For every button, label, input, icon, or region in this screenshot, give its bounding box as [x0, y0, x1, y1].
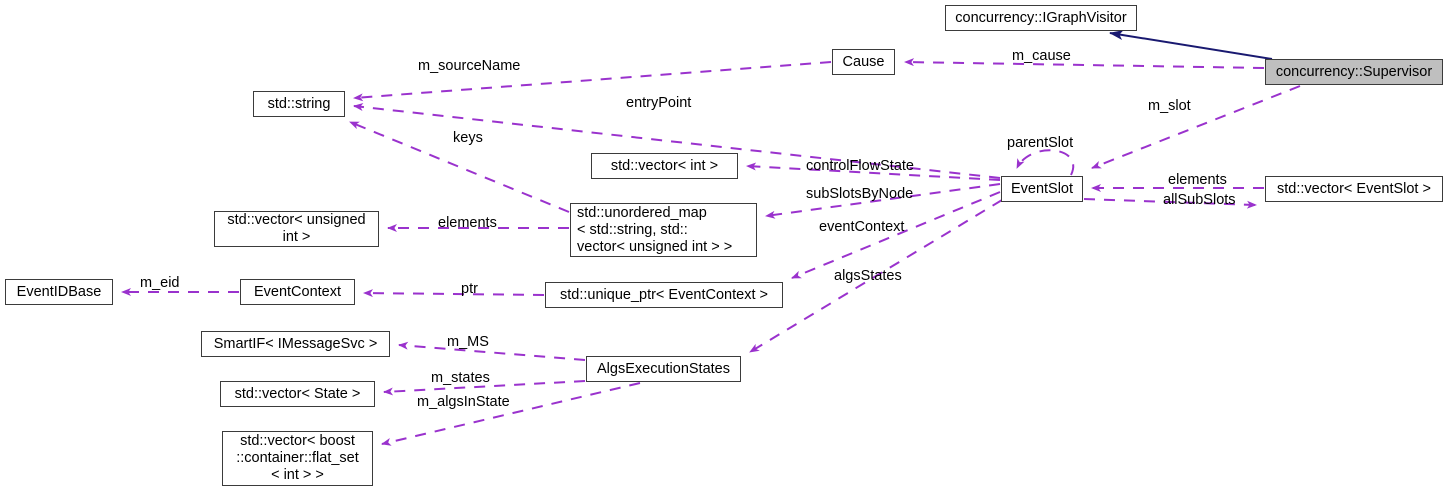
edge-parentslot-selfloop: [1016, 149, 1075, 176]
edge-m-states: [383, 380, 586, 396]
edge-label-m-slot: m_slot: [1148, 98, 1191, 114]
edge-label-algsstates: algsStates: [834, 268, 902, 284]
edge-label-elements-unsigned-int: elements: [438, 215, 497, 231]
edge-label-m-cause: m_cause: [1012, 48, 1071, 64]
edge-label-m-sourcename: m_sourceName: [418, 58, 521, 74]
node-eventcontext[interactable]: EventContext: [240, 279, 355, 305]
edge-entrypoint: [353, 103, 1001, 179]
edge-label-m-eid: m_eid: [140, 275, 180, 291]
edge-label-eventcontext: eventContext: [819, 219, 905, 235]
edge-controlflowstate: [746, 162, 1001, 181]
edge-label-controlflowstate: controlFlowState: [806, 158, 914, 174]
node-smartif-imessagesvc[interactable]: SmartIF< IMessageSvc >: [201, 331, 390, 357]
edge-label-entrypoint: entryPoint: [626, 95, 692, 111]
edge-m-ms: [398, 341, 586, 361]
node-concurrency-igraphvisitor[interactable]: concurrency::IGraphVisitor: [945, 5, 1137, 31]
node-std-vector-state[interactable]: std::vector< State >: [220, 381, 375, 407]
edge-label-elements-eventslot: elements: [1168, 172, 1227, 188]
edge-m-slot: [1091, 85, 1301, 169]
edge-label-allsubslots: allSubSlots: [1163, 192, 1236, 208]
edge-label-m-algsinstate: m_algsInState: [417, 394, 510, 410]
node-std-unordered-map[interactable]: std::unordered_map < std::string, std:: …: [570, 203, 757, 257]
edge-m-cause: [904, 58, 1265, 69]
node-eventslot[interactable]: EventSlot: [1001, 176, 1083, 202]
node-std-vector-int[interactable]: std::vector< int >: [591, 153, 738, 179]
node-std-string[interactable]: std::string: [253, 91, 345, 117]
edge-label-parentslot: parentSlot: [1007, 135, 1074, 151]
node-std-unique-ptr-eventcontext[interactable]: std::unique_ptr< EventContext >: [545, 282, 783, 308]
node-concurrency-supervisor[interactable]: concurrency::Supervisor: [1265, 59, 1443, 85]
edge-supervisor-inherits-igraphvisitor: [1109, 30, 1273, 60]
edge-label-subslotsbynode: subSlotsByNode: [806, 186, 914, 202]
edge-ptr: [363, 289, 545, 298]
node-std-vector-eventslot[interactable]: std::vector< EventSlot >: [1265, 176, 1443, 202]
edge-label-m-ms: m_MS: [447, 334, 489, 350]
edge-label-m-states: m_states: [431, 370, 490, 386]
node-std-vector-boost-flat-set[interactable]: std::vector< boost ::container::flat_set…: [222, 431, 373, 486]
edge-m-algsinstate: [381, 382, 641, 446]
node-eventidbase[interactable]: EventIDBase: [5, 279, 113, 305]
node-algsexecutionstates[interactable]: AlgsExecutionStates: [586, 356, 741, 382]
edge-label-keys: keys: [453, 130, 483, 146]
edge-label-ptr: ptr: [461, 281, 478, 297]
edge-allsubslots: [1083, 198, 1257, 209]
edge-eventcontext: [791, 191, 1001, 279]
node-cause[interactable]: Cause: [832, 49, 895, 75]
edge-algsstates: [749, 199, 1003, 353]
node-std-vector-unsigned-int[interactable]: std::vector< unsigned int >: [214, 211, 379, 247]
